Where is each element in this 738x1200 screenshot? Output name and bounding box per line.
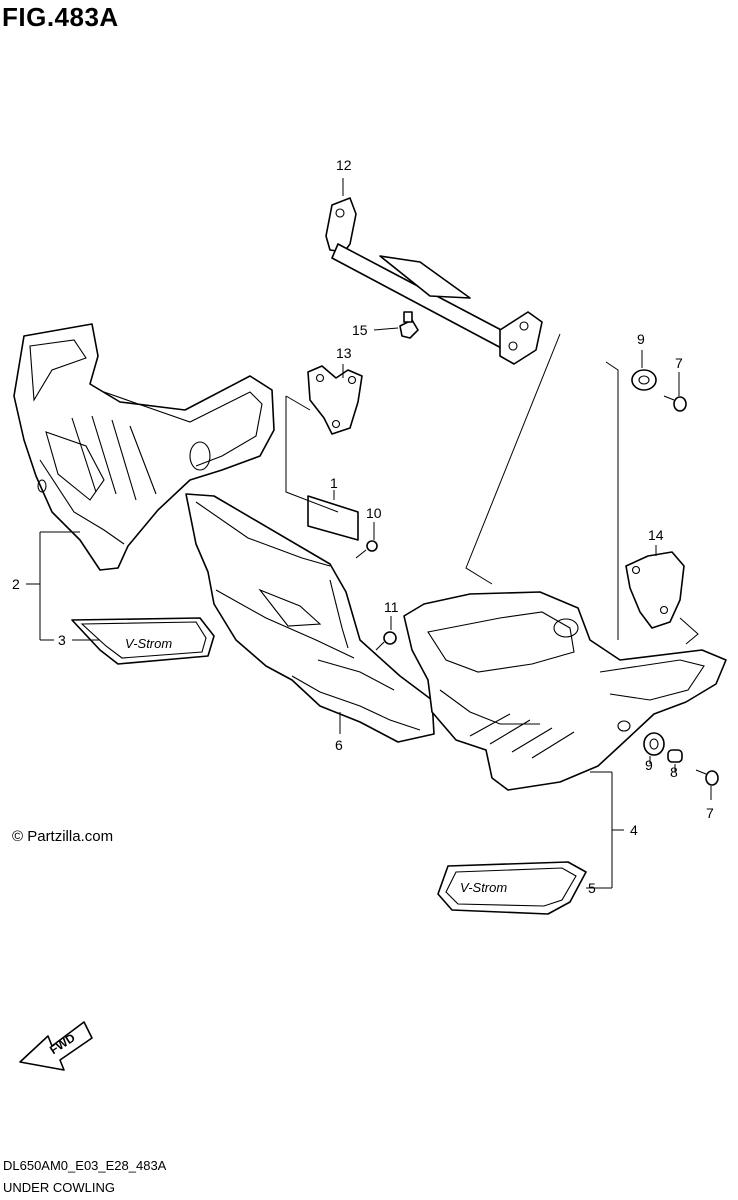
part-14-bracket <box>625 551 685 629</box>
emblem-5-text: V-Strom <box>460 880 507 895</box>
callout-labels: 12 15 13 1 10 11 6 2 3 9 7 14 9 8 7 4 5 <box>12 157 714 896</box>
part-11-screw <box>375 631 397 651</box>
callout-11: 11 <box>384 599 399 615</box>
callout-4: 4 <box>630 822 638 838</box>
part-12-brace <box>325 197 543 365</box>
callout-3: 3 <box>58 632 66 648</box>
emblem-3-text: V-Strom <box>125 636 172 651</box>
callout-2: 2 <box>12 576 20 592</box>
part-4-right-cowling <box>403 591 727 791</box>
part-10-screw <box>355 540 378 559</box>
callout-10: 10 <box>366 505 382 521</box>
leader-lines <box>26 178 712 889</box>
part-2-left-cowling <box>13 323 275 571</box>
part-6-center-panel <box>185 493 435 743</box>
part-7-screw-upper <box>663 395 687 412</box>
part-9-grommet-upper <box>631 369 657 391</box>
callout-7-lower: 7 <box>706 805 714 821</box>
callout-7-upper: 7 <box>675 355 683 371</box>
callout-5: 5 <box>588 880 596 896</box>
figure-title: FIG.483A <box>2 2 119 32</box>
callout-13: 13 <box>336 345 352 361</box>
part-8-collar <box>667 749 683 763</box>
callout-1: 1 <box>330 475 338 491</box>
part-1-pad <box>307 495 359 541</box>
part-13-bracket <box>307 365 363 435</box>
part-5-emblem: V-Strom <box>437 861 587 915</box>
figure-code: DL650AM0_E03_E28_483A <box>3 1158 167 1173</box>
callout-14: 14 <box>648 527 664 543</box>
callout-15: 15 <box>352 322 368 338</box>
part-15-bolt <box>399 311 419 339</box>
callout-12: 12 <box>336 157 352 173</box>
callout-9-lower: 9 <box>645 757 653 773</box>
part-7-screw-lower <box>695 769 719 786</box>
callout-8: 8 <box>670 764 678 780</box>
part-3-emblem: V-Strom <box>71 617 215 665</box>
watermark-text: © Partzilla.com <box>12 828 114 845</box>
part-9-grommet-lower <box>643 732 665 756</box>
callout-6: 6 <box>335 737 343 753</box>
callout-9-upper: 9 <box>637 331 645 347</box>
fwd-arrow-icon: FWD <box>19 1021 93 1071</box>
figure-caption: UNDER COWLING <box>3 1180 115 1195</box>
